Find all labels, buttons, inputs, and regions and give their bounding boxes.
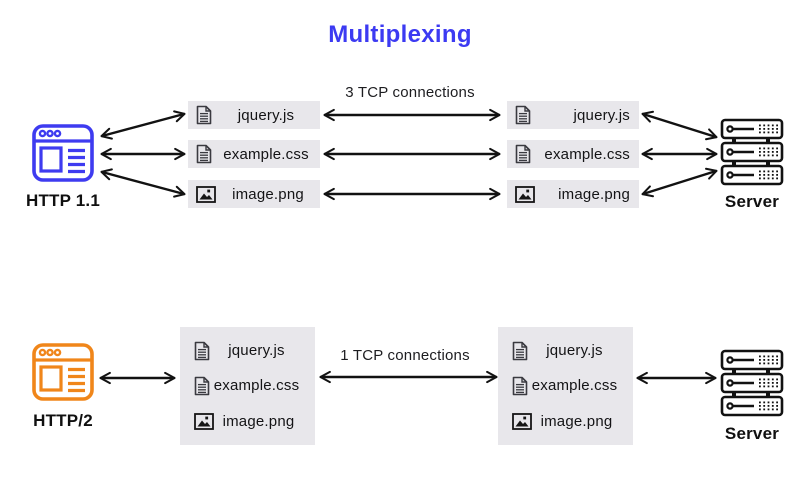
document-icon [194,341,210,360]
file-item: example.css [180,370,315,402]
file-name: image.png [222,412,295,430]
http2-client-label: HTTP/2 [33,411,93,430]
arrow-http1-client-jquery [100,110,186,140]
http2-server-bundle: jquery.js example.css image.png [498,327,633,445]
file-item: jquery.js [498,335,633,367]
image-icon [515,185,535,203]
server-dot-grid [759,355,778,411]
image-icon [194,412,214,430]
file-name: image.png [232,185,304,203]
file-item: image.png [498,405,633,437]
http1-client-label: HTTP 1.1 [25,191,101,210]
file-chip: image.png [507,180,639,208]
document-icon [512,376,528,396]
image-icon [512,412,532,430]
file-name: image.png [540,412,613,430]
document-icon [196,144,212,164]
file-chip: jquery.js [188,101,320,129]
file-name: image.png [558,185,630,203]
file-name: example.css [531,377,618,395]
file-name: jquery.js [228,342,285,360]
image-icon [196,185,216,203]
file-name: jquery.js [546,342,603,360]
http1-browser-icon [32,124,94,182]
file-chip: image.png [188,180,320,208]
http2-browser-icon [32,343,94,401]
file-name: jquery.js [573,106,630,124]
file-chip: example.css [507,140,639,168]
http2-server-icon [720,349,784,417]
document-icon [196,105,212,125]
document-icon [515,144,531,164]
file-name: example.css [544,145,630,163]
http2-connection-label: 1 TCP connections [340,347,470,364]
file-item: example.css [498,370,633,402]
server-dot-grid [759,124,778,180]
document-icon [194,376,210,396]
http2-server-label: Server [724,424,780,443]
document-icon [512,341,528,360]
file-name: jquery.js [237,106,295,124]
arrow-http1-server-image [641,167,718,198]
file-name: example.css [223,145,309,163]
file-chip: example.css [188,140,320,168]
arrow-http1-client-image [100,168,186,198]
http1-server-icon [720,118,784,186]
file-item: image.png [180,405,315,437]
document-icon [515,105,531,125]
file-chip: jquery.js [507,101,639,129]
http1-server-label: Server [724,192,780,211]
file-name: example.css [213,377,300,395]
http1-connection-label: 3 TCP connections [345,84,475,101]
file-item: jquery.js [180,335,315,367]
http2-client-bundle: jquery.js example.css image.png [180,327,315,445]
diagram-title: Multiplexing [328,21,472,48]
arrow-http1-server-jquery [641,110,718,141]
